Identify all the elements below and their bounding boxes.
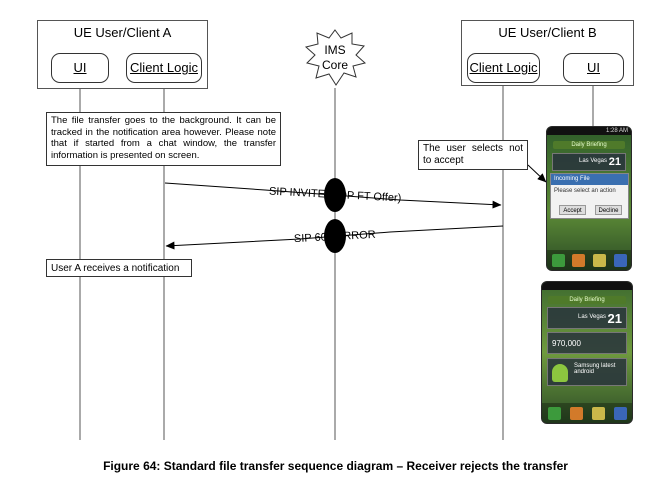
sip-invite-arrow bbox=[164, 182, 502, 209]
client-a-logic-box[interactable]: Client Logic bbox=[126, 53, 202, 83]
dialog-title: Incoming File bbox=[551, 174, 628, 185]
accept-button[interactable]: Accept bbox=[559, 205, 586, 215]
weather-city: Las Vegas bbox=[579, 158, 608, 164]
contacts-icon-2[interactable] bbox=[570, 407, 583, 420]
weather-widget-2: Las Vegas 21 bbox=[547, 307, 627, 329]
figure-caption: Figure 64: Standard file transfer sequen… bbox=[103, 459, 568, 473]
note-pointer-line bbox=[527, 164, 547, 183]
ims-core-cloud bbox=[304, 29, 367, 86]
phone-icon[interactable] bbox=[552, 254, 565, 267]
ims-core-line1: IMS bbox=[324, 43, 346, 57]
weather-temp-2: 21 bbox=[607, 311, 622, 326]
sip-error-arrow bbox=[165, 225, 504, 250]
android-icon bbox=[552, 364, 568, 382]
client-b-title: UE User/Client B bbox=[498, 25, 597, 40]
phone-header: Daily Briefing bbox=[553, 141, 625, 149]
client-b-ui-box[interactable]: UI bbox=[563, 53, 624, 83]
apps-icon-2[interactable] bbox=[614, 407, 627, 420]
note-user-declines: The user selects not to accept bbox=[418, 140, 528, 170]
ims-core-label: IMS Core bbox=[312, 43, 358, 73]
messages-icon-2[interactable] bbox=[592, 407, 605, 420]
stock-value: 970,000 bbox=[552, 339, 581, 348]
incoming-file-dialog: Incoming File Please select an action Ac… bbox=[550, 173, 629, 219]
news-widget: Samsung latest android bbox=[547, 358, 627, 386]
sip-error-label: SIP 603 ERROR bbox=[294, 229, 376, 245]
weather-widget: Las Vegas 21 bbox=[552, 153, 626, 171]
note-user-a-notified: User A receives a notification bbox=[46, 259, 192, 277]
status-bar: 1:28 AM bbox=[547, 127, 631, 135]
dialog-message: Please select an action bbox=[554, 188, 616, 194]
phone-screen-home: Daily Briefing Las Vegas 21 970,000 Sams… bbox=[541, 281, 633, 424]
phone-icon-2[interactable] bbox=[548, 407, 561, 420]
client-a-ui-box[interactable]: UI bbox=[51, 53, 109, 83]
news-title: Samsung latest android bbox=[574, 363, 616, 375]
contacts-icon[interactable] bbox=[572, 254, 585, 267]
phone-header-2: Daily Briefing bbox=[548, 296, 626, 304]
weather-city-2: Las Vegas bbox=[578, 314, 607, 320]
ims-core-line2: Core bbox=[321, 58, 348, 72]
phone-dock bbox=[547, 250, 631, 270]
weather-temp: 21 bbox=[608, 156, 621, 168]
phone-screen-incoming: 1:28 AM Daily Briefing Las Vegas 21 Inco… bbox=[546, 126, 632, 271]
client-b-logic-box[interactable]: Client Logic bbox=[467, 53, 540, 83]
decline-button[interactable]: Decline bbox=[595, 205, 622, 215]
messages-icon[interactable] bbox=[593, 254, 606, 267]
phone-dock-2 bbox=[542, 403, 632, 423]
note-background-transfer: The file transfer goes to the background… bbox=[46, 112, 281, 166]
apps-icon[interactable] bbox=[614, 254, 627, 267]
status-bar-2 bbox=[542, 282, 632, 290]
client-a-title: UE User/Client A bbox=[73, 25, 172, 40]
stock-widget: 970,000 bbox=[547, 332, 627, 354]
